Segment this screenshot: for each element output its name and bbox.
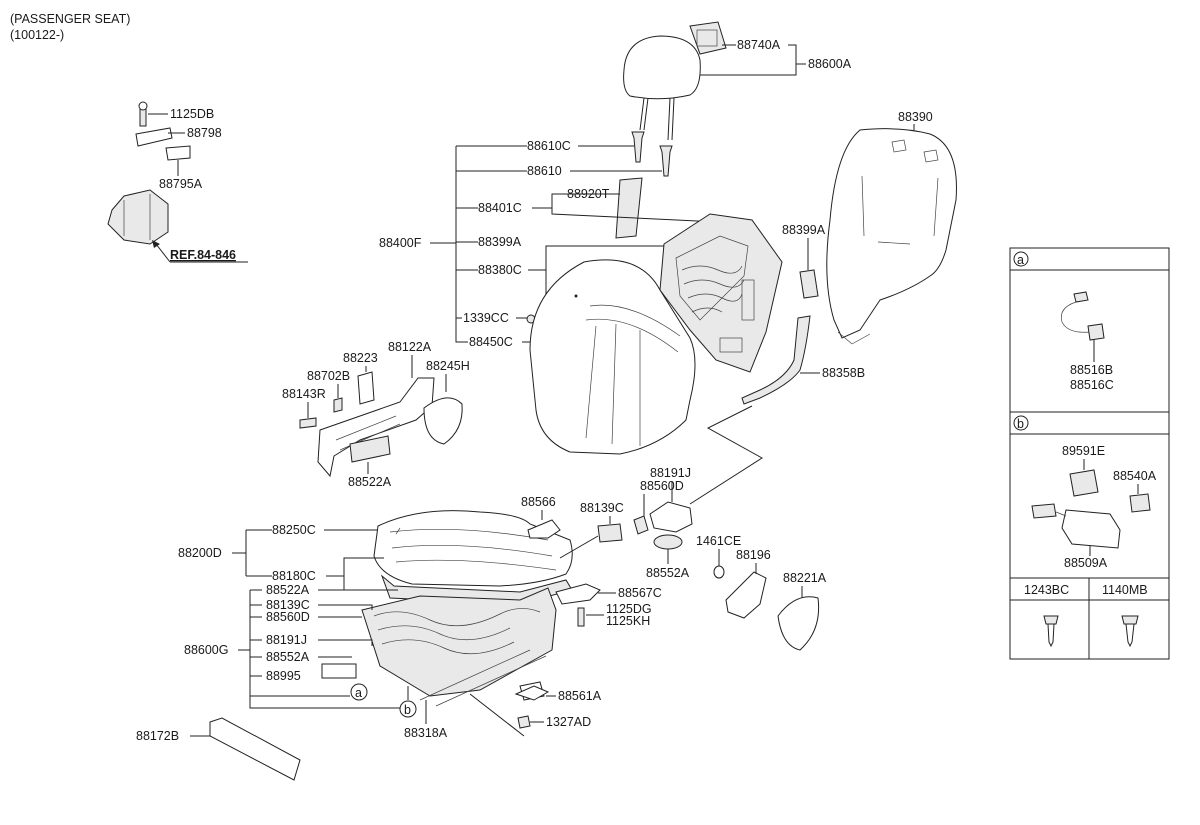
label-88522A-list: 88522A <box>266 583 310 597</box>
label-88566: 88566 <box>521 495 556 509</box>
label-88798: 88798 <box>187 126 222 140</box>
label-88318A: 88318A <box>404 726 448 740</box>
label-88139C-detail: 88139C <box>580 501 624 515</box>
label-88610C: 88610C <box>527 139 571 153</box>
label-88380C: 88380C <box>478 263 522 277</box>
seatback-cushion <box>529 259 696 455</box>
label-1461CE: 1461CE <box>696 534 741 548</box>
label-88122A: 88122A <box>388 340 432 354</box>
headrest-drawing <box>623 21 727 141</box>
label-88450C: 88450C <box>469 335 513 349</box>
label-88191J-detail: 88191J <box>650 466 691 480</box>
label-88600G: 88600G <box>184 643 228 657</box>
panel-a-letter: a <box>1017 253 1024 267</box>
label-88139C-list: 88139C <box>266 598 310 612</box>
panel-c-part-1243BC: 1243BC <box>1024 583 1069 597</box>
panel-b-part-89591E: 89591E <box>1062 444 1105 458</box>
label-88200D: 88200D <box>178 546 222 560</box>
seatback-cover <box>826 128 957 345</box>
label-1339CC: 1339CC <box>463 311 509 325</box>
label-88191J-list: 88191J <box>266 633 307 647</box>
label-88702B: 88702B <box>307 369 350 383</box>
label-1125DG: 1125DG <box>606 602 652 616</box>
label-88552A-detail: 88552A <box>646 566 690 580</box>
reference-link[interactable]: REF.84-846 <box>170 248 236 262</box>
label-88795A: 88795A <box>159 177 203 191</box>
panel-b-letter: b <box>1017 417 1024 431</box>
panel-b-part-88509A: 88509A <box>1064 556 1108 570</box>
diagram-title: (PASSENGER SEAT) <box>10 12 130 26</box>
panel-b-part-88540A: 88540A <box>1113 469 1157 483</box>
headrest-guides <box>631 131 673 177</box>
label-88245H: 88245H <box>426 359 470 373</box>
label-88400F: 88400F <box>379 236 422 250</box>
label-88399A-left: 88399A <box>478 235 522 249</box>
label-88196: 88196 <box>736 548 771 562</box>
label-1125DB: 1125DB <box>170 107 214 121</box>
label-88561A: 88561A <box>558 689 602 703</box>
panel-c-part-1140MB: 1140MB <box>1102 583 1148 597</box>
label-88399A-right: 88399A <box>782 223 826 237</box>
label-88143R: 88143R <box>282 387 326 401</box>
label-88995: 88995 <box>266 669 301 683</box>
seatback-frame <box>659 213 783 373</box>
recliner-bracket <box>107 101 191 245</box>
side-shield-cluster <box>299 371 463 478</box>
side-panel: a 88516B 88516C b 89591E 88540A 88509A 1… <box>1009 247 1170 660</box>
label-88390: 88390 <box>898 110 933 124</box>
label-88740A: 88740A <box>737 38 781 52</box>
label-88401C: 88401C <box>478 201 522 215</box>
label-1327AD: 1327AD <box>546 715 591 729</box>
label-88600A: 88600A <box>808 57 852 71</box>
panel-a-part-88516C: 88516C <box>1070 378 1114 392</box>
callout-b[interactable]: b <box>404 703 411 717</box>
label-88221A: 88221A <box>783 571 827 585</box>
panel-a-part-88516B: 88516B <box>1070 363 1113 377</box>
label-88560D-detail: 88560D <box>640 479 684 493</box>
label-88172B: 88172B <box>136 729 179 743</box>
label-88250C: 88250C <box>272 523 316 537</box>
label-88223: 88223 <box>343 351 378 365</box>
label-1125KH: 1125KH <box>606 614 650 628</box>
label-88560D-list: 88560D <box>266 610 310 624</box>
seat-track-frame <box>321 587 557 707</box>
diagram-date-range: (100122-) <box>10 28 64 42</box>
label-88358B: 88358B <box>822 366 865 380</box>
label-88567C: 88567C <box>618 586 662 600</box>
label-88180C: 88180C <box>272 569 316 583</box>
label-88610: 88610 <box>527 164 562 178</box>
label-88522A-top: 88522A <box>348 475 392 489</box>
callout-a[interactable]: a <box>355 686 362 700</box>
label-88552A-list: 88552A <box>266 650 310 664</box>
